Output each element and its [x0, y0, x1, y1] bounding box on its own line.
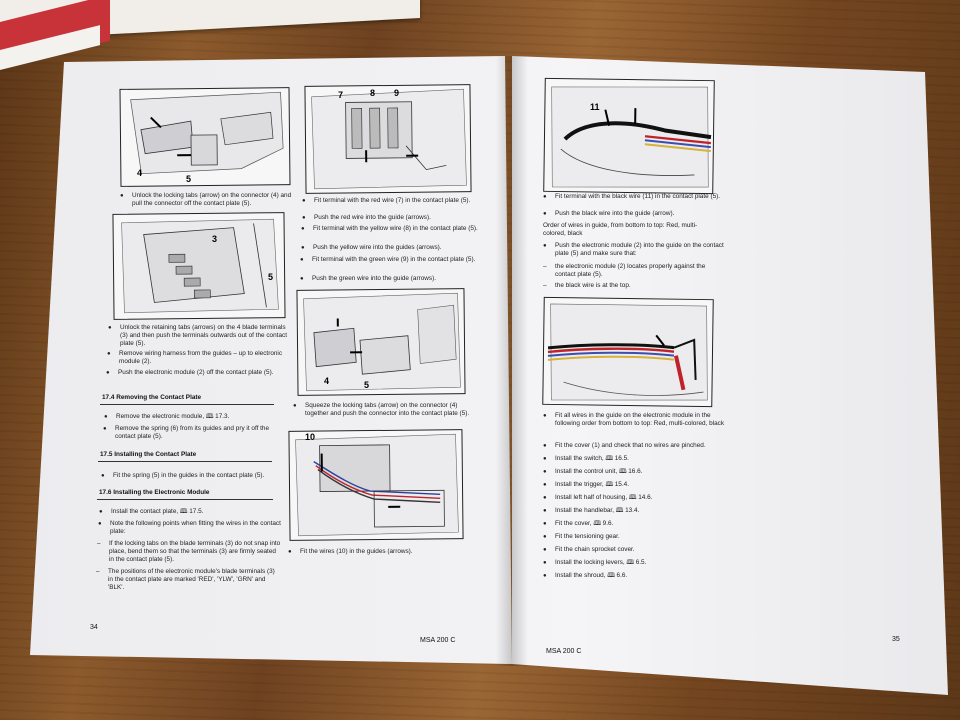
- section-17-6-rule: [97, 499, 273, 500]
- step-push-module-off: Push the electronic module (2) off the c…: [106, 369, 288, 377]
- check-black-wire-top: the black wire is at the top.: [543, 282, 725, 290]
- step-push-red-wire: Push the red wire into the guide (arrows…: [302, 214, 480, 222]
- figure-black-wire-drawing: [551, 86, 712, 188]
- step-install-handlebar: Install the handlebar, 🕮 13.4.: [543, 507, 727, 515]
- figure-wire-guides-drawing: [295, 433, 459, 537]
- section-17-5-rule: [98, 461, 272, 462]
- figure-wire-terminals-drawing: [311, 88, 467, 190]
- right-page-model: MSA 200 C: [546, 648, 582, 655]
- book-gutter: [496, 56, 528, 666]
- step-fit-wires: Fit the wires (10) in the guides (arrows…: [288, 548, 468, 556]
- section-17-6-heading: 17.6 Installing the Electronic Module: [99, 489, 210, 496]
- fig1-label-5: 5: [186, 174, 192, 184]
- step-install-contact-plate: Install the contact plate, 🕮 17.5.: [99, 508, 283, 516]
- fig1-label-4: 4: [137, 168, 143, 178]
- fig3-label-9: 9: [394, 88, 400, 98]
- step-fit-spring: Fit the spring (5) in the guides in the …: [101, 472, 285, 480]
- step-remove-module: Remove the electronic module, 🕮 17.3.: [104, 413, 286, 421]
- step-fit-all-wires: Fit all wires in the guide on the electr…: [543, 412, 725, 428]
- step-fit-sprocket-cover: Fit the chain sprocket cover.: [543, 546, 727, 554]
- step-fit-cover: Fit the cover (1) and check that no wire…: [543, 442, 727, 450]
- step-remove-harness: Remove wiring harness from the guides – …: [107, 350, 289, 366]
- step-install-shroud: Install the shroud, 🕮 6.6.: [543, 572, 727, 580]
- step-push-green-wire: Push the green wire into the guide (arro…: [300, 275, 478, 283]
- step-fit-yellow-terminal: Fit terminal with the yellow wire (8) in…: [301, 225, 479, 233]
- step-fit-tensioning-gear: Fit the tensioning gear.: [543, 533, 727, 541]
- fig2-label-5: 5: [268, 272, 274, 282]
- step-fit-green-terminal: Fit terminal with the green wire (9) in …: [300, 256, 478, 264]
- section-17-4-heading: 17.4 Removing the Contact Plate: [102, 394, 202, 401]
- figure-connector-push: [296, 288, 466, 396]
- step-fit-red-terminal: Fit terminal with the red wire (7) in th…: [302, 197, 480, 205]
- left-page-model: MSA 200 C: [420, 637, 456, 644]
- figure-black-wire: [543, 77, 715, 195]
- step-squeeze-tabs: Squeeze the locking tabs (arrow) on the …: [293, 402, 473, 418]
- figure-blade-terminals: [112, 212, 286, 320]
- figure-connector-push-drawing: [303, 292, 461, 392]
- figure-wire-bundle-drawing: [547, 303, 708, 401]
- step-push-black-wire: Push the black wire into the guide (arro…: [543, 210, 725, 218]
- step-install-trigger: Install the trigger, 🕮 15.4.: [543, 481, 727, 489]
- fig3-label-7: 7: [338, 90, 344, 100]
- fig2-label-3: 3: [212, 234, 218, 244]
- figure-wire-guides: [288, 429, 464, 541]
- fig3-label-8: 8: [370, 88, 376, 98]
- step-push-module-in: Push the electronic module (2) into the …: [543, 242, 725, 258]
- figure-wire-terminals: [304, 84, 472, 194]
- step-install-switch: Install the switch, 🕮 16.5.: [543, 455, 727, 463]
- step-install-control-unit: Install the control unit, 🕮 16.6.: [543, 468, 727, 476]
- note-locking-tabs: If the locking tabs on the blade termina…: [97, 540, 281, 565]
- step-fit-black-terminal: Fit terminal with the black wire (11) in…: [543, 193, 725, 201]
- figure-wire-bundle: [542, 296, 714, 408]
- fig5-label-10: 10: [305, 432, 316, 442]
- fig4-label-5: 5: [364, 380, 370, 390]
- step-unlock-terminals: Unlock the retaining tabs (arrows) on th…: [108, 324, 290, 349]
- caption-connector-unlock: Unlock the locking tabs (arrow) on the c…: [120, 192, 300, 208]
- figure-connector-unlock: [119, 87, 291, 187]
- section-17-4-rule: [100, 404, 274, 405]
- section-17-5-heading: 17.5 Installing the Contact Plate: [100, 451, 197, 458]
- step-push-yellow-wire: Push the yellow wire into the guides (ar…: [301, 244, 479, 252]
- step-fit-cover-9-6: Fit the cover, 🕮 9.6.: [543, 520, 727, 528]
- figure-blade-terminals-drawing: [121, 218, 279, 314]
- right-page-number: 35: [892, 636, 900, 643]
- note-terminal-positions: The positions of the electronic module's…: [96, 568, 280, 593]
- fig6-label-11: 11: [590, 102, 600, 112]
- figure-connector-unlock-drawing: [130, 91, 284, 175]
- wire-order-note: Order of wires in guide, from bottom to …: [543, 222, 698, 238]
- step-remove-spring: Remove the spring (6) from its guides an…: [103, 425, 285, 441]
- step-note-points: Note the following points when fitting t…: [98, 520, 282, 536]
- left-page-number: 34: [90, 624, 98, 631]
- check-module-locates: the electronic module (2) locates proper…: [543, 263, 725, 279]
- step-install-locking-levers: Install the locking levers, 🕮 6.5.: [543, 559, 727, 567]
- step-install-housing: Install left half of housing, 🕮 14.6.: [543, 494, 727, 502]
- fig4-label-4: 4: [324, 376, 330, 386]
